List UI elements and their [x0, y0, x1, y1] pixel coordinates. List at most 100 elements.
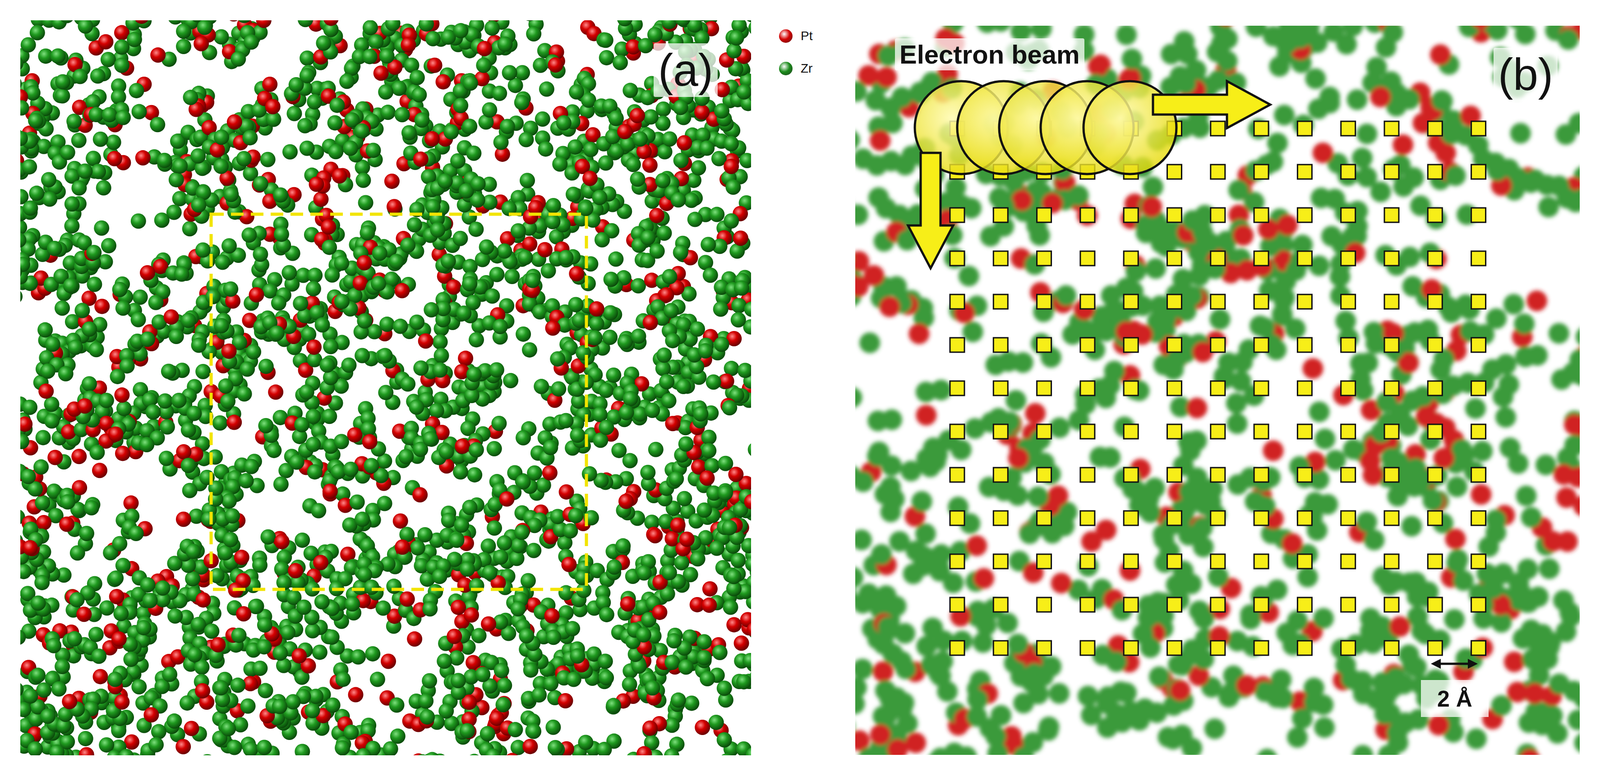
atoms-panel-a	[20, 20, 752, 756]
atom	[496, 243, 512, 259]
atom	[673, 152, 689, 169]
atom	[675, 378, 692, 395]
atom	[98, 34, 114, 50]
atom	[522, 738, 538, 755]
atom	[135, 150, 151, 166]
atom	[167, 608, 183, 624]
atom	[243, 742, 259, 756]
atom	[240, 698, 256, 715]
atom	[54, 300, 70, 316]
atom	[313, 191, 329, 208]
atom	[480, 616, 497, 632]
atom	[331, 168, 348, 184]
atom	[716, 680, 733, 697]
atom	[747, 442, 752, 458]
atom	[67, 339, 83, 356]
atom	[280, 625, 296, 641]
atom	[71, 132, 87, 148]
atom	[226, 414, 242, 431]
atom	[149, 116, 166, 133]
atom	[709, 207, 725, 223]
atom	[417, 527, 433, 543]
atom	[380, 104, 396, 120]
atom	[696, 650, 712, 666]
atom	[714, 103, 730, 119]
atom	[184, 571, 201, 587]
atom	[193, 36, 209, 52]
atom	[294, 743, 310, 756]
atom	[354, 348, 370, 364]
atom	[687, 212, 703, 228]
atom	[101, 238, 117, 254]
atom	[66, 113, 82, 130]
atom	[461, 118, 478, 134]
atom	[491, 85, 508, 102]
atom	[466, 754, 482, 756]
atom	[719, 373, 735, 389]
atom	[386, 578, 402, 595]
atom	[136, 620, 152, 636]
atom	[34, 495, 51, 511]
atom	[550, 381, 567, 397]
atom	[433, 348, 450, 364]
atom	[542, 465, 558, 481]
atom	[313, 555, 329, 571]
atom	[515, 430, 531, 446]
atom	[156, 152, 173, 169]
atom	[719, 753, 735, 756]
atom	[418, 20, 434, 32]
atom	[696, 634, 712, 650]
atom	[384, 173, 400, 190]
atom	[195, 364, 211, 380]
atom	[409, 314, 425, 331]
atom	[539, 81, 555, 97]
atom	[47, 450, 63, 466]
atom	[44, 396, 60, 413]
atom	[96, 180, 112, 196]
atom	[713, 301, 729, 318]
atom	[666, 633, 682, 649]
atom	[446, 628, 462, 645]
atom	[561, 557, 577, 573]
atom	[480, 538, 497, 554]
atom	[252, 660, 268, 677]
atom	[739, 152, 752, 169]
atom	[436, 653, 452, 669]
atom	[100, 51, 116, 68]
atom	[50, 48, 66, 64]
atom	[486, 520, 503, 536]
atom	[35, 429, 51, 446]
atom	[321, 408, 337, 425]
atom	[307, 267, 323, 284]
atom	[701, 429, 717, 446]
atom	[411, 87, 427, 103]
atom	[258, 418, 274, 434]
atom	[690, 160, 706, 176]
atom	[378, 84, 394, 100]
atom	[598, 382, 614, 399]
atom	[525, 543, 542, 559]
atom	[343, 724, 360, 741]
atom	[88, 341, 105, 358]
atom	[462, 75, 479, 91]
atom	[454, 439, 470, 455]
atom	[388, 253, 405, 270]
atom	[670, 517, 686, 534]
atom	[44, 413, 60, 429]
atom	[175, 511, 192, 528]
atom	[29, 25, 46, 41]
atom	[673, 244, 689, 261]
atom	[299, 50, 315, 66]
atom	[714, 336, 730, 353]
atom	[143, 707, 159, 723]
atom	[234, 549, 250, 566]
atom	[150, 47, 166, 63]
atom	[92, 668, 109, 685]
atom	[304, 703, 321, 719]
atom	[158, 451, 175, 467]
atom	[733, 230, 749, 246]
atom	[558, 484, 575, 500]
atom	[495, 697, 512, 713]
atom	[390, 728, 406, 745]
atom	[378, 384, 394, 401]
